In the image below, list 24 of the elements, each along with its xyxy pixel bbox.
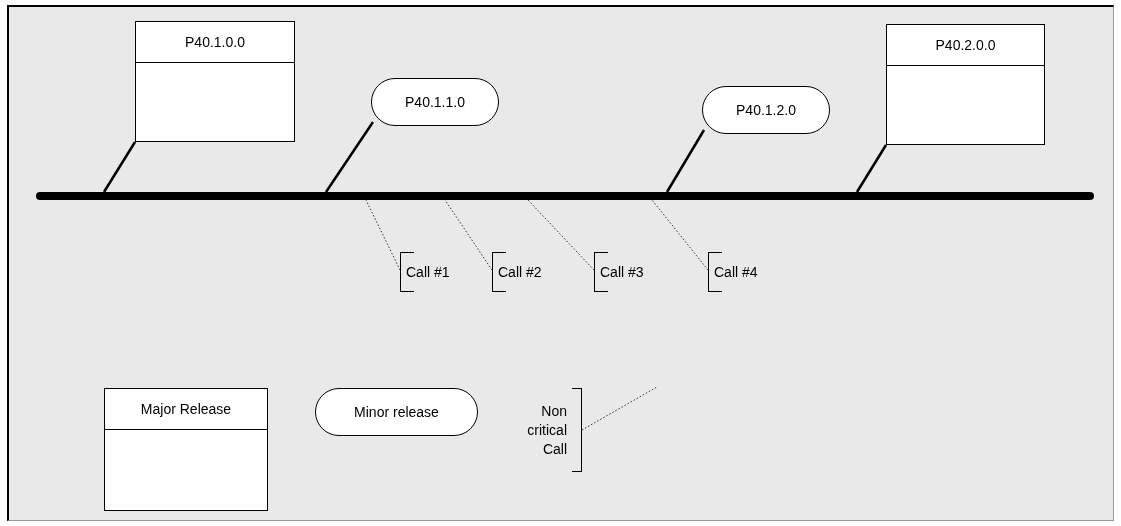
leader-line: [527, 199, 595, 271]
release-box: [135, 21, 295, 142]
box-header: P40.1.0.0: [136, 22, 294, 63]
release-pill: P40.1.1.0: [371, 78, 499, 126]
leader-line: [444, 199, 493, 271]
leader-line: [651, 199, 709, 271]
connector-line: [665, 129, 706, 193]
box-header: P40.2.0.0: [887, 25, 1044, 66]
annotation-text: Call #1: [406, 264, 450, 280]
annotation-text: Call #4: [714, 264, 758, 280]
connector-line: [324, 121, 375, 193]
annotation-text: Non critical Call: [526, 402, 567, 459]
connector-line: [855, 144, 888, 193]
leader-line: [581, 386, 658, 431]
release-pill: P40.1.2.0: [702, 86, 830, 134]
annotation-text: Call #2: [498, 264, 542, 280]
release-box: [104, 388, 268, 511]
timeline-bar: [36, 192, 1094, 200]
box-header: Major Release: [105, 389, 267, 430]
leader-line: [365, 199, 401, 271]
annotation-text: Call #3: [600, 264, 644, 280]
release-pill: Minor release: [315, 388, 478, 436]
connector-line: [102, 141, 137, 193]
release-box: [886, 24, 1045, 145]
